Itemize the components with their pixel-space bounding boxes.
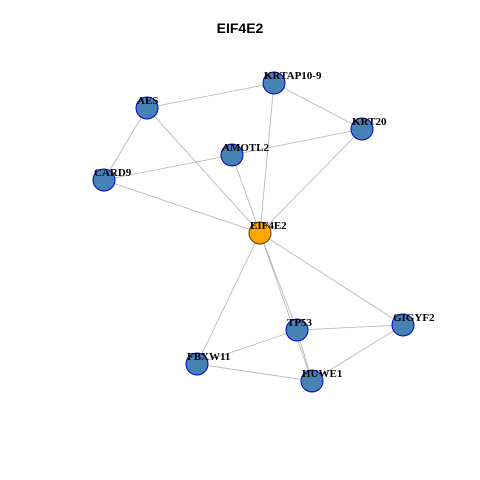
node-label-gigyf2: GIGYF2 — [393, 312, 435, 324]
edge-eif4e2-gigyf2 — [259, 232, 404, 326]
edge-tp53-gigyf2 — [296, 324, 404, 331]
node-amotl2[interactable] — [220, 143, 244, 167]
edge-aes-krtap10-9 — [146, 82, 275, 109]
graph-title: EIF4E2 — [216, 20, 264, 36]
edge-layer — [103, 82, 404, 382]
edge-gigyf2-huwe1 — [311, 324, 404, 382]
node-fbxw11[interactable] — [185, 352, 209, 376]
edge-card9-eif4e2 — [103, 179, 261, 234]
edge-tp53-fbxw11 — [196, 329, 298, 365]
node-label-tp53: TP53 — [287, 317, 313, 329]
node-krt20[interactable] — [350, 117, 374, 141]
edge-amotl2-eif4e2 — [231, 154, 261, 234]
node-label-huwe1: HUWE1 — [302, 368, 342, 380]
node-aes[interactable] — [135, 96, 159, 120]
edge-eif4e2-huwe1 — [259, 232, 313, 382]
edge-amotl2-card9 — [103, 154, 233, 181]
node-label-card9: CARD9 — [94, 167, 132, 179]
edge-krt20-amotl2 — [231, 128, 363, 156]
node-card9[interactable] — [92, 168, 116, 192]
node-huwe1[interactable] — [300, 369, 324, 393]
node-label-amotl2: AMOTL2 — [222, 142, 270, 154]
edge-krtap10-9-krt20 — [273, 82, 363, 130]
edge-krt20-eif4e2 — [259, 128, 363, 234]
node-tp53[interactable] — [285, 318, 309, 342]
edge-krtap10-9-eif4e2 — [259, 82, 275, 234]
node-label-eif4e2: EIF4E2 — [250, 220, 287, 232]
edge-eif4e2-tp53 — [259, 232, 298, 331]
edge-eif4e2-fbxw11 — [196, 232, 261, 365]
node-label-krtap10-9: KRTAP10-9 — [264, 70, 322, 82]
node-krtap10-9[interactable] — [262, 71, 286, 95]
edge-fbxw11-huwe1 — [196, 363, 313, 382]
edge-aes-eif4e2 — [146, 107, 261, 234]
node-eif4e2[interactable] — [248, 221, 272, 245]
node-label-fbxw11: FBXW11 — [187, 351, 230, 363]
edge-aes-card9 — [103, 107, 148, 181]
node-layer — [92, 71, 415, 393]
node-label-aes: AES — [137, 95, 158, 107]
node-gigyf2[interactable] — [391, 313, 415, 337]
node-label-krt20: KRT20 — [352, 116, 387, 128]
